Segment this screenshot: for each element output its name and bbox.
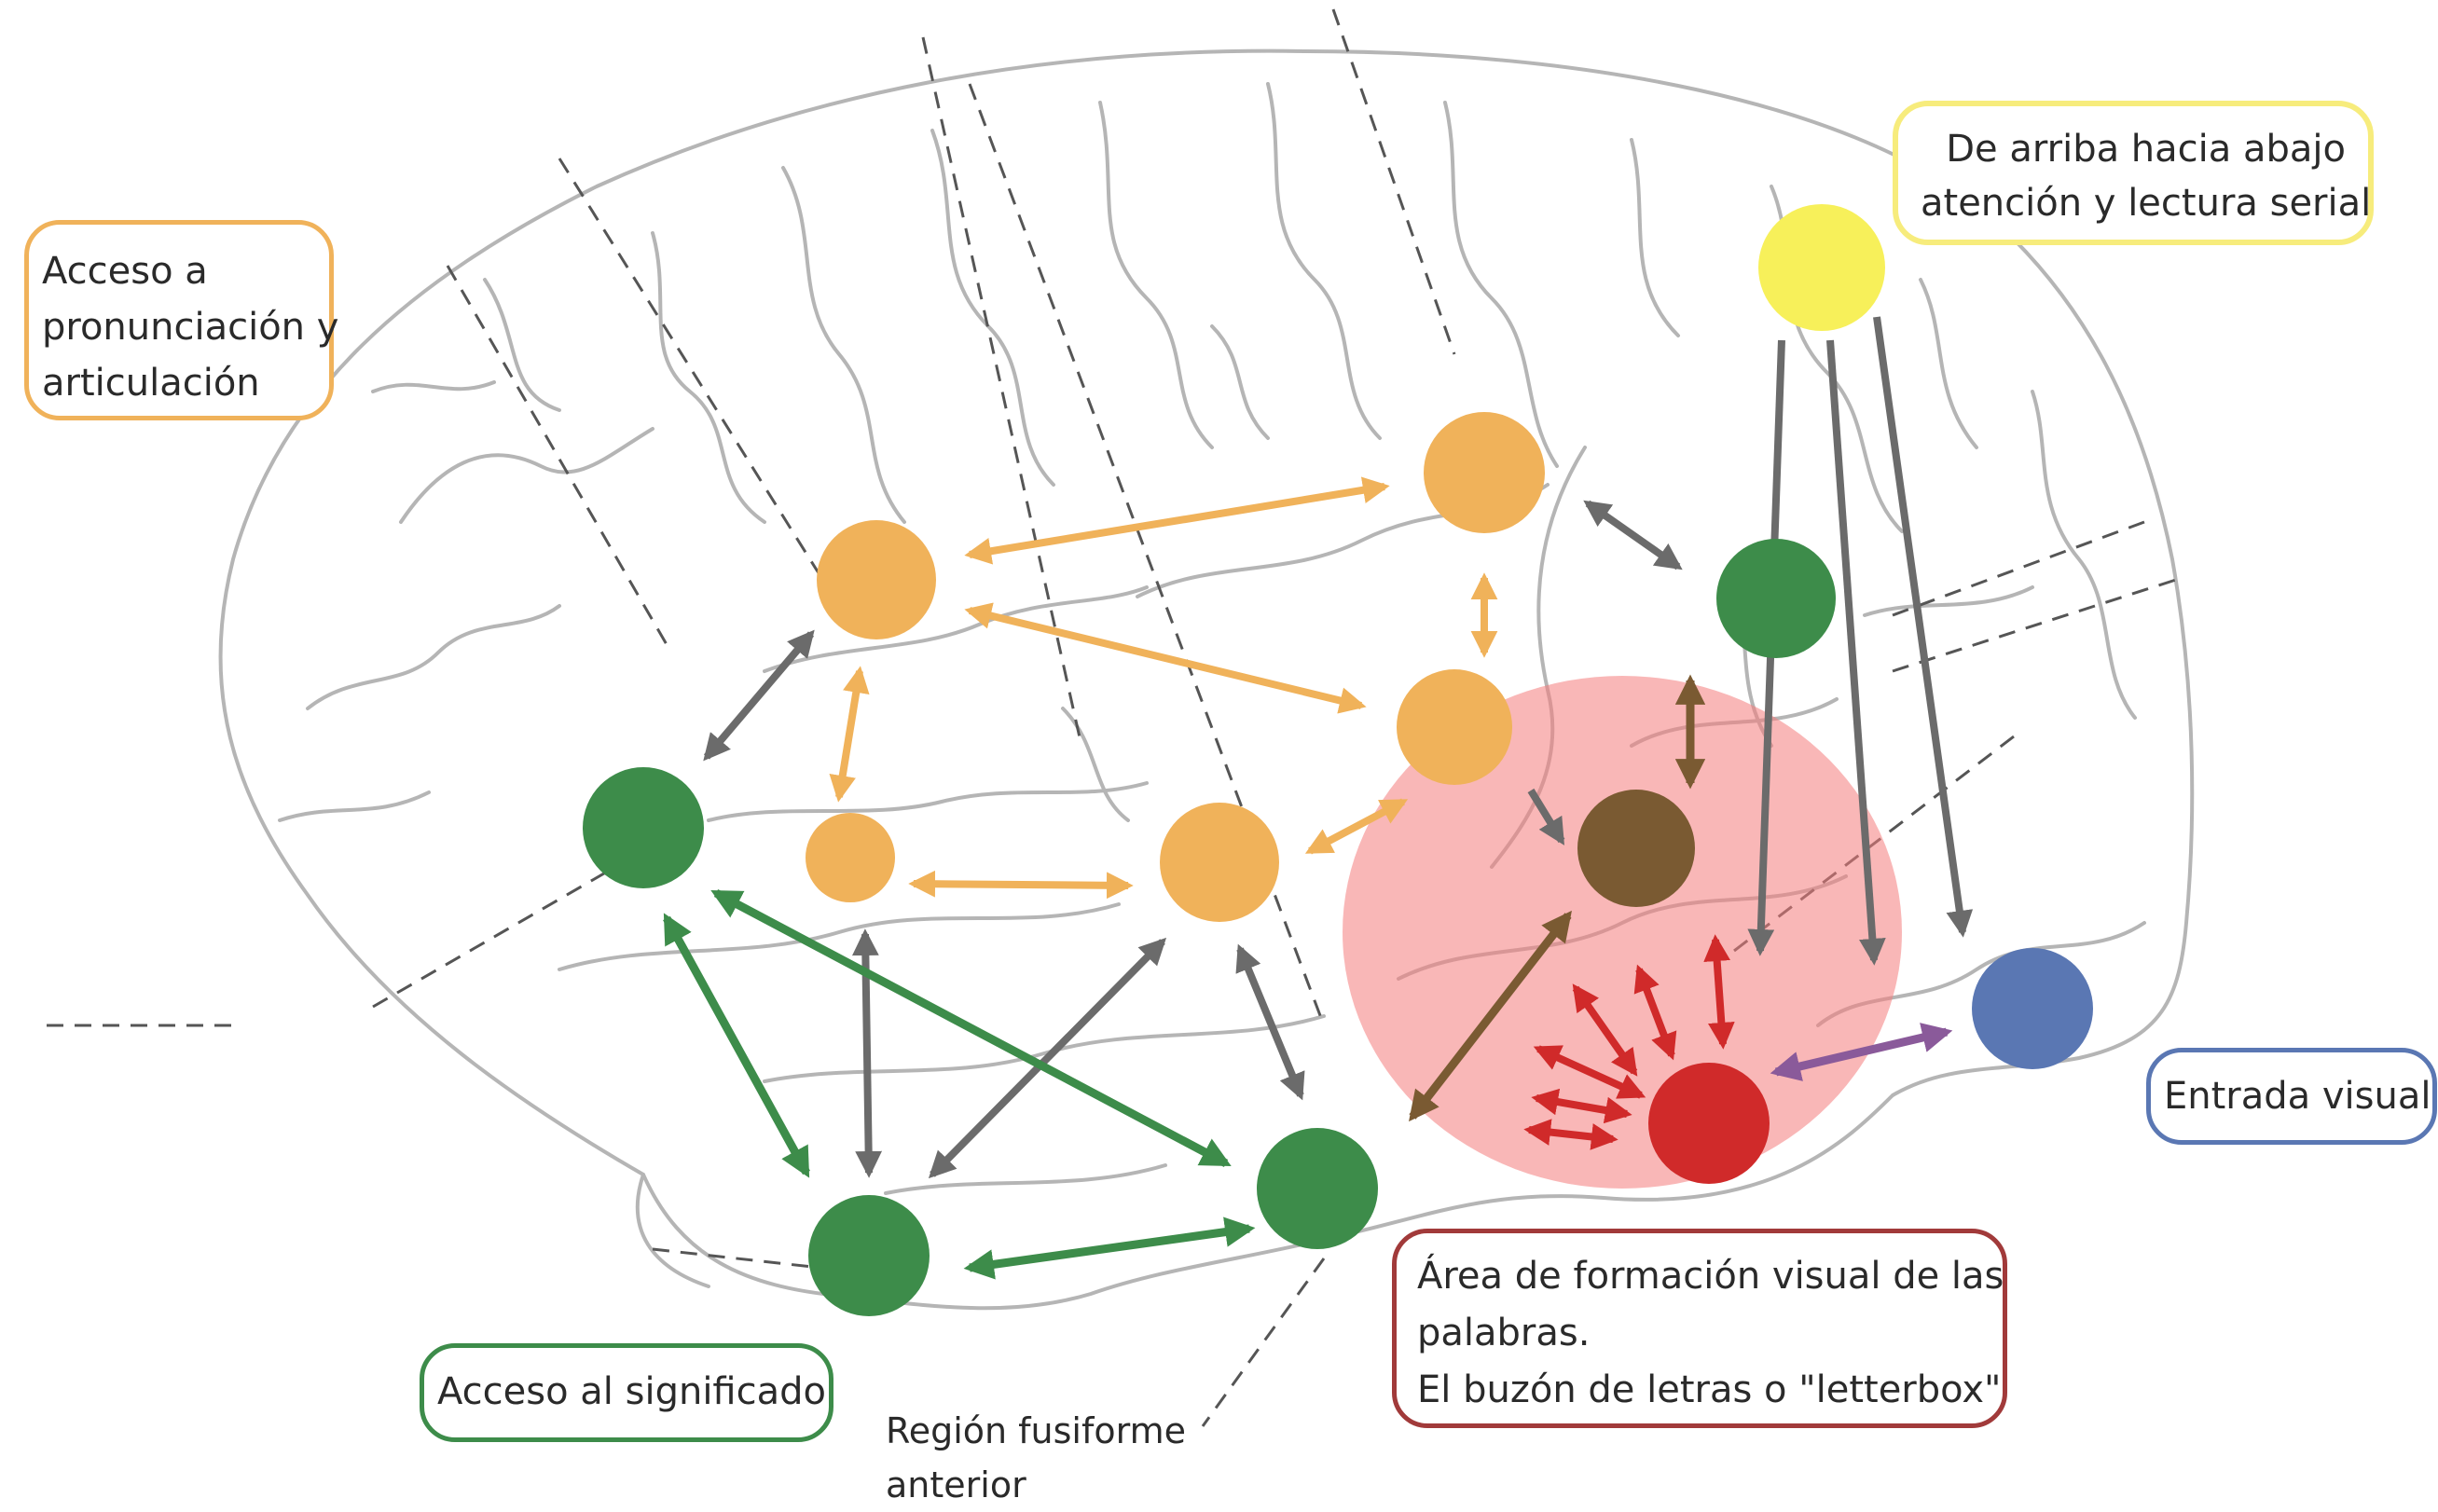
label-meaning-text: Acceso al significado: [437, 1370, 826, 1413]
brain-outline: [218, 48, 2195, 1311]
label-pronunciation-line: Acceso a: [42, 250, 208, 293]
node-yellow: [1758, 204, 1885, 331]
label-pronunciation: Acceso a pronunciación y articulación: [24, 220, 339, 420]
label-visual-word-form-line: El buzón de letras o "letterbox": [1417, 1368, 2002, 1411]
label-pronunciation-line: pronunciación y: [42, 306, 339, 349]
node-brown: [1577, 790, 1695, 907]
node-green-left: [583, 767, 704, 888]
node-green-right: [1716, 539, 1836, 658]
label-meaning: Acceso al significado: [420, 1343, 833, 1442]
label-fusiform: Región fusiforme anterior: [886, 1404, 1259, 1512]
purple-arrow: [1770, 1023, 1953, 1081]
node-blue: [1972, 948, 2093, 1069]
node-orange-center: [1160, 803, 1279, 922]
node-red: [1648, 1063, 1770, 1184]
label-visual-input-text: Entrada visual: [2164, 1075, 2431, 1118]
label-top-down-line: De arriba hacia abajo: [1946, 128, 2346, 171]
red-arrows: [1523, 934, 1735, 1150]
label-visual-input: Entrada visual: [2146, 1048, 2437, 1145]
brown-arrows: [1409, 674, 1706, 1122]
node-green-bottom-left: [808, 1195, 930, 1316]
node-green-bottom-center: [1257, 1128, 1378, 1249]
label-visual-word-form-line: Área de formación visual de las: [1417, 1255, 2004, 1298]
label-visual-word-form-line: palabras.: [1417, 1312, 1591, 1354]
label-pronunciation-line: articulación: [42, 362, 260, 405]
label-top-down: De arriba hacia abajo atención y lectura…: [1893, 101, 2374, 245]
label-fusiform-line: anterior: [886, 1464, 1026, 1505]
label-visual-word-form: Área de formación visual de las palabras…: [1392, 1229, 2007, 1428]
label-fusiform-line: Región fusiforme: [886, 1410, 1186, 1451]
node-orange-upper-right: [1424, 412, 1545, 533]
orange-arrows: [829, 476, 1498, 900]
green-arrows: [663, 889, 1256, 1280]
node-orange-small-left: [806, 813, 895, 902]
node-orange-upper-left: [817, 520, 936, 639]
node-orange-mid-right: [1397, 669, 1512, 785]
label-top-down-line: atención y lectura serial: [1921, 182, 2372, 225]
